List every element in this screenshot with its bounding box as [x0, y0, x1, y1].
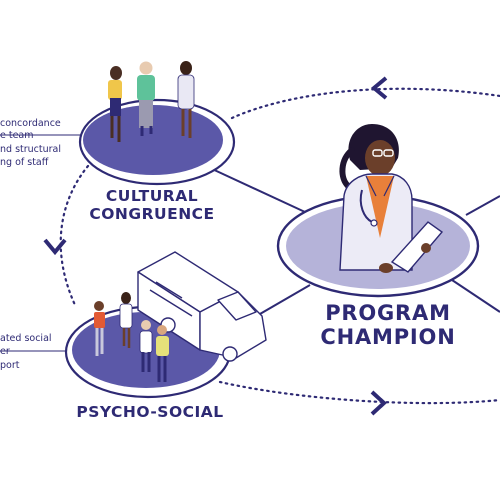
cultural-title-line1: CULTURAL — [106, 187, 198, 205]
champion-title-line1: PROGRAM — [325, 301, 451, 325]
psycho-note-1: ated social — [0, 333, 52, 344]
connectors — [0, 87, 500, 405]
node-psycho-social: PSYCHO-SOCIAL ated social er port — [0, 251, 267, 421]
cultural-note-4: ng of staff — [0, 157, 49, 168]
psycho-figure-4 — [156, 325, 169, 382]
node-program-champion: PROGRAM CHAMPION — [276, 124, 480, 349]
connector-cultural-champion — [209, 167, 306, 213]
arrow-left-icon — [370, 76, 388, 100]
doctor-illustration — [339, 124, 444, 273]
arrow-down-icon — [43, 238, 67, 256]
cultural-note-2: e team — [0, 130, 34, 141]
cultural-note-1: concordance — [0, 118, 61, 129]
cultural-title-line2: CONGRUENCE — [89, 205, 214, 223]
psycho-note-3: port — [0, 360, 20, 371]
cultural-figure-2 — [137, 61, 155, 136]
cultural-note-3: nd structural — [0, 144, 61, 155]
cultural-figure-3 — [177, 61, 195, 138]
van-illustration — [137, 251, 267, 362]
top-dotted-arc — [230, 87, 500, 120]
node-cultural-congruence: CULTURAL CONGRUENCE concordance e team n… — [0, 61, 236, 223]
bottom-dotted-arc — [218, 380, 500, 405]
cultural-figure-1 — [108, 66, 122, 142]
left-dotted-arc — [59, 164, 90, 307]
psycho-title: PSYCHO-SOCIAL — [76, 403, 223, 421]
arrow-right-icon — [370, 390, 387, 416]
connector-champion-right-top — [465, 195, 500, 216]
champion-title-line2: CHAMPION — [320, 325, 455, 349]
arrowheads — [43, 76, 388, 416]
psycho-note-2: er — [0, 346, 10, 357]
connector-champion-right-bottom — [451, 279, 500, 313]
psycho-figure-1 — [94, 301, 105, 356]
psycho-figure-3 — [139, 320, 153, 372]
psycho-figure-2 — [119, 292, 133, 348]
